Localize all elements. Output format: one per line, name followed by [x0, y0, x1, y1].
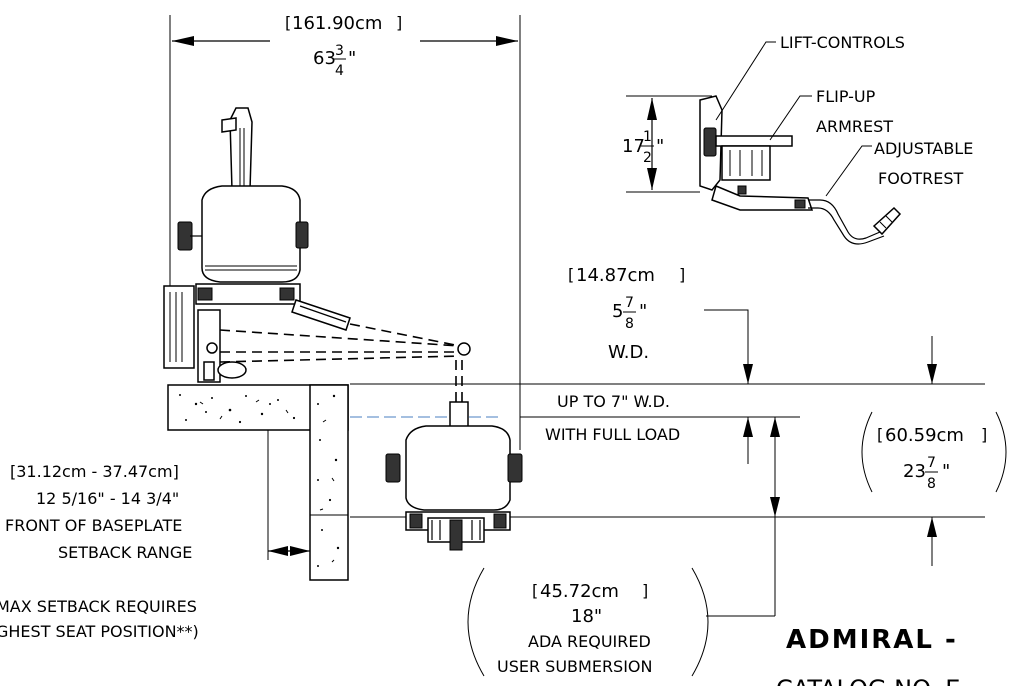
depth-bracket-right: ] — [981, 425, 987, 444]
brand-name: ADMIRAL - — [786, 625, 958, 655]
depth-inch-mark: " — [942, 461, 950, 482]
overall-width-metric: 161.90cm — [292, 13, 382, 34]
wd-bracket-right: ] — [679, 265, 685, 284]
ada-bracket-right: ] — [642, 581, 648, 600]
setback-dimension: [31.12cm - 37.47cm] 12 5/16" - 14 3/4" F… — [0, 430, 310, 641]
catalog-number: CATALOG NO. E — [776, 675, 960, 686]
depth-inch-den: 8 — [927, 476, 936, 492]
wd-metric: 14.87cm — [576, 265, 655, 286]
overall-width-inch-den: 4 — [335, 63, 344, 79]
overall-width-dimension: [ 161.90cm ] 63 3 4 " — [169, 13, 521, 450]
wd-inch-whole: 5 — [612, 301, 623, 322]
ada-bracket-left: [ — [532, 581, 538, 600]
footer-branding: ADMIRAL - CATALOG NO. E — [776, 625, 960, 691]
wd-bracket-left: [ — [568, 265, 574, 284]
armrest-height-num: 1 — [643, 129, 652, 145]
full-load-dimension: UP TO 7" W.D. WITH FULL LOAD — [545, 392, 937, 616]
overall-width-inch-whole: 63 — [313, 48, 336, 69]
ada-line2: USER SUBMERSION — [497, 657, 653, 676]
inset-seat-view: 17 1 2 " — [622, 95, 902, 245]
inset-callouts: LIFT-CONTROLS FLIP-UP ARMREST ADJUSTABLE… — [715, 33, 973, 197]
adjustable-label: ADJUSTABLE — [874, 139, 973, 158]
max-setback-line2: GHEST SEAT POSITION**) — [0, 622, 199, 641]
setback-line3: FRONT OF BASEPLATE — [5, 516, 182, 535]
depth-bracket-left: [ — [877, 425, 883, 444]
depth-metric: 60.59cm — [885, 425, 964, 446]
armrest-height-mark: " — [656, 136, 664, 157]
bracket-right: ] — [396, 13, 402, 32]
ada-submersion-dimension: [ 45.72cm ] 18" ADA REQUIRED USER SUBMER… — [467, 567, 775, 677]
armrest-height-den: 2 — [643, 150, 652, 166]
wd-inch-mark: " — [639, 301, 647, 322]
armrest-label: ARMREST — [816, 117, 893, 136]
footrest-label: FOOTREST — [878, 169, 964, 188]
overall-width-inch-num: 3 — [335, 43, 344, 59]
full-load-line2: WITH FULL LOAD — [545, 425, 680, 444]
max-setback-line1: MAX SETBACK REQUIRES — [0, 597, 197, 616]
wd-label: W.D. — [608, 342, 649, 363]
water-depth-dimension: [ 14.87cm ] 5 7 8 " W.D. — [568, 265, 937, 384]
wd-inch-num: 7 — [625, 295, 634, 311]
submerged-seat — [385, 401, 523, 551]
setback-metric: [31.12cm - 37.47cm] — [10, 462, 179, 481]
ada-inches: 18" — [571, 606, 602, 627]
setback-inches: 12 5/16" - 14 3/4" — [36, 489, 179, 508]
depth-inch-whole: 23 — [903, 461, 926, 482]
ada-line1: ADA REQUIRED — [528, 632, 651, 651]
ada-metric: 45.72cm — [540, 581, 619, 602]
setback-line4: SETBACK RANGE — [58, 543, 192, 562]
pool-deck — [167, 384, 349, 581]
depth-dimension: [ 60.59cm ] 23 7 8 " — [861, 411, 1007, 493]
wd-inch-den: 8 — [625, 316, 634, 332]
bracket-left: [ — [285, 13, 291, 32]
armrest-height-whole: 17 — [622, 136, 645, 157]
lift-controls-label: LIFT-CONTROLS — [780, 33, 905, 52]
flip-up-label: FLIP-UP — [816, 87, 876, 106]
overall-width-inch-mark: " — [348, 48, 356, 69]
pool-lift-side-view — [163, 107, 471, 420]
depth-inch-num: 7 — [927, 455, 936, 471]
concrete-texture — [179, 394, 340, 567]
full-load-line1: UP TO 7" W.D. — [557, 392, 670, 411]
